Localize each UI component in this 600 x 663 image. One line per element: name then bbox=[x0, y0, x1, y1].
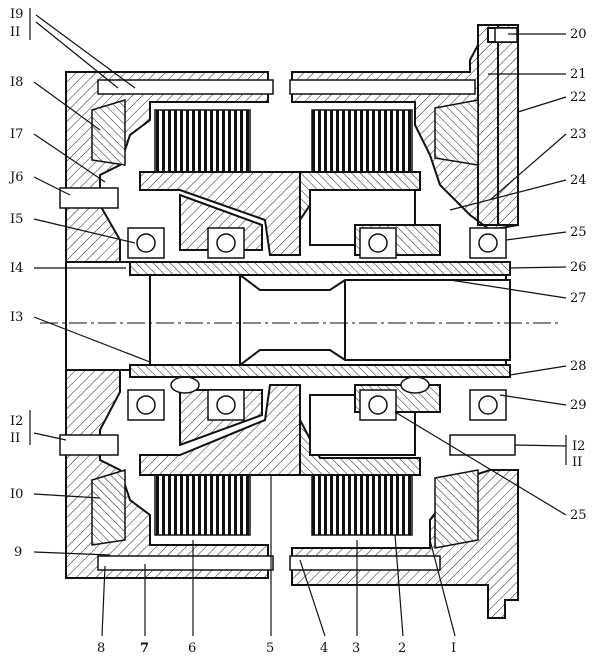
callout-9: 9 bbox=[14, 545, 22, 560]
section-mark-mid-left: II bbox=[10, 431, 20, 446]
callout-5: 5 bbox=[266, 641, 274, 656]
friction-disc-packs bbox=[154, 109, 413, 536]
callout-13: I3 bbox=[10, 310, 23, 325]
callout-25-lower: 25 bbox=[570, 508, 587, 523]
main-shaft bbox=[40, 261, 560, 378]
callout-21: 21 bbox=[570, 67, 587, 82]
callout-26: 26 bbox=[570, 260, 587, 275]
callout-8: 8 bbox=[97, 641, 105, 656]
callout-16: J6 bbox=[8, 170, 23, 185]
callout-7: 7 bbox=[140, 641, 149, 656]
callout-20: 20 bbox=[570, 27, 587, 42]
leader-lines bbox=[29, 8, 567, 637]
section-mark-top-left: II bbox=[10, 25, 20, 40]
callout-12-left: I2 bbox=[10, 414, 23, 429]
callout-12-right: I2 bbox=[572, 439, 585, 454]
disc-springs bbox=[91, 98, 479, 549]
callout-15: I5 bbox=[10, 212, 23, 227]
callout-19: I9 bbox=[10, 7, 23, 22]
callout-23: 23 bbox=[570, 127, 587, 142]
callout-4: 4 bbox=[320, 641, 328, 656]
bearings bbox=[127, 227, 507, 421]
callout-24: 24 bbox=[570, 173, 587, 188]
callout-18: I8 bbox=[10, 75, 23, 90]
callout-10: I0 bbox=[10, 487, 23, 502]
callout-28: 28 bbox=[570, 359, 587, 374]
callout-25-upper: 25 bbox=[570, 225, 587, 240]
bolts bbox=[59, 27, 518, 571]
callout-17: I7 bbox=[10, 127, 23, 142]
callout-3: 3 bbox=[352, 641, 360, 656]
callout-22: 22 bbox=[570, 90, 587, 105]
callout-14: I4 bbox=[10, 261, 23, 276]
callout-1: I bbox=[451, 641, 456, 656]
callout-2: 2 bbox=[398, 641, 406, 656]
callout-labels: 20 21 22 23 24 25 26 27 28 29 I2 II 25 I… bbox=[8, 7, 587, 656]
section-mark-mid-right: II bbox=[572, 455, 582, 470]
callout-29: 29 bbox=[570, 398, 587, 413]
callout-6: 6 bbox=[188, 641, 196, 656]
clutch-hub bbox=[139, 171, 421, 476]
callout-27: 27 bbox=[570, 291, 587, 306]
